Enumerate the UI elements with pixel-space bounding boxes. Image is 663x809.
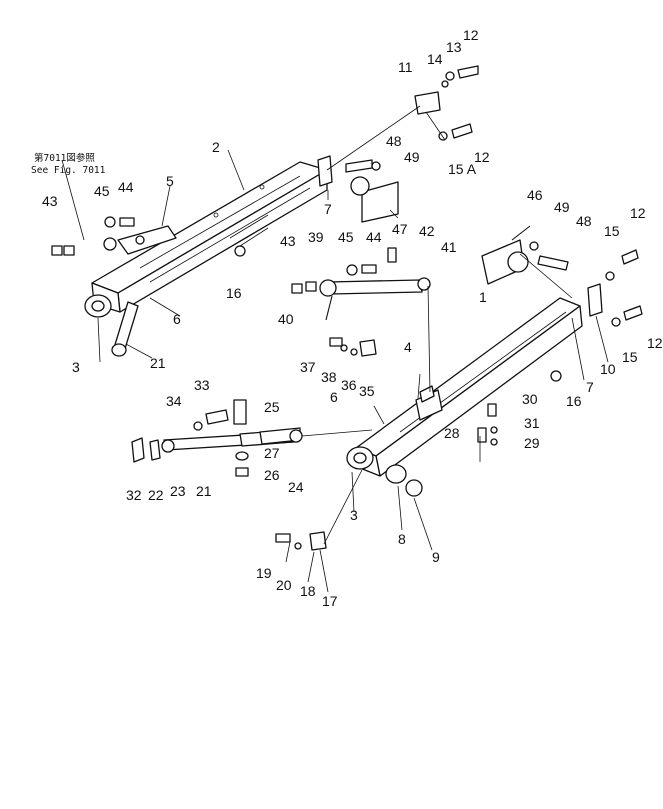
callout-48: 48 (576, 213, 592, 229)
callout-47: 47 (392, 221, 408, 237)
callout-7: 7 (324, 201, 332, 217)
tie-rod-21-assembly (131, 427, 303, 463)
bolt-42 (387, 247, 397, 263)
callout-1: 1 (479, 289, 487, 305)
callout-6: 6 (330, 389, 338, 405)
callout-25: 25 (264, 399, 280, 415)
link-rod-40 (319, 277, 431, 321)
callout-15: 15 (604, 223, 620, 239)
callout-49: 49 (404, 149, 420, 165)
callout-46: 46 (527, 187, 543, 203)
callout-15a: 15 A (448, 161, 477, 177)
callout-6: 6 (173, 311, 181, 327)
callout-44: 44 (366, 229, 382, 245)
callout-44: 44 (118, 179, 134, 195)
pipe-21-upper (111, 301, 139, 357)
callout-26: 26 (264, 467, 280, 483)
pivot-boss-3-lower (346, 446, 374, 470)
callout-17: 17 (322, 593, 338, 609)
callout-40: 40 (278, 311, 294, 327)
bolt-30-31-28-29 (477, 403, 498, 446)
bolt-12-15-right-top (605, 249, 639, 281)
mount-bracket-46 (481, 225, 569, 285)
callout-10: 10 (600, 361, 616, 377)
callout-33: 33 (194, 377, 210, 393)
callout-12: 12 (463, 27, 479, 43)
seal-8-cap-9 (385, 464, 423, 497)
clips-43-upper (51, 245, 75, 256)
clips-43-center (291, 281, 317, 294)
callout-16: 16 (566, 393, 582, 409)
callout-43: 43 (42, 193, 58, 209)
nut-16-lower (550, 370, 562, 382)
callout-31: 31 (524, 415, 540, 431)
side-frame-lower (355, 297, 583, 477)
callout-41: 41 (441, 239, 457, 255)
callout-9: 9 (432, 549, 440, 565)
pin-35-assembly (329, 337, 377, 357)
callout-48: 48 (386, 133, 402, 149)
callout-21: 21 (196, 483, 212, 499)
callout-32: 32 (126, 487, 142, 503)
callout-28: 28 (444, 425, 460, 441)
pin-11-assembly (414, 65, 479, 141)
callout-49: 49 (554, 199, 570, 215)
mount-bracket-47 (345, 159, 399, 223)
callout-38: 38 (321, 369, 337, 385)
callout-2: 2 (212, 139, 220, 155)
callout-27: 27 (264, 445, 280, 461)
callout-3: 3 (350, 507, 358, 523)
side-frame-upper (91, 161, 328, 313)
callout-20: 20 (276, 577, 292, 593)
callout-8: 8 (398, 531, 406, 547)
callout-37: 37 (300, 359, 316, 375)
bracket-7-upper (317, 155, 333, 187)
callout-12: 12 (647, 335, 663, 351)
callout-7: 7 (586, 379, 594, 395)
callout-45: 45 (94, 183, 110, 199)
assembly-lines (61, 105, 573, 545)
callout-22: 22 (148, 487, 164, 503)
callout-34: 34 (166, 393, 182, 409)
nut-26-27 (235, 451, 249, 477)
callout-3: 3 (72, 359, 80, 375)
callout-12: 12 (474, 149, 490, 165)
callout-11: 11 (398, 59, 413, 75)
callout-21: 21 (150, 355, 166, 371)
callout-19: 19 (256, 565, 272, 581)
callout-labels: 12 13 14 11 12 15 A 48 49 2 7 47 45 44 5… (42, 27, 663, 609)
callout-16: 16 (226, 285, 242, 301)
callout-39: 39 (308, 229, 324, 245)
pivot-boss-3-upper (84, 294, 112, 318)
callout-29: 29 (524, 435, 540, 451)
callout-14: 14 (427, 51, 443, 67)
bolt-45-44-upper (104, 216, 135, 228)
callout-24: 24 (288, 479, 304, 495)
callout-45: 45 (338, 229, 354, 245)
leader-lines (97, 149, 609, 593)
callout-4: 4 (404, 339, 412, 355)
bolt-45-44-center (346, 264, 377, 276)
pin-17-assembly (275, 531, 327, 551)
callout-35: 35 (359, 383, 375, 399)
callout-13: 13 (446, 39, 462, 55)
callout-5: 5 (166, 173, 174, 189)
callout-18: 18 (300, 583, 316, 599)
bolt-25 (233, 399, 247, 425)
callout-23: 23 (170, 483, 186, 499)
bracket-10-7 (587, 283, 643, 327)
callout-15: 15 (622, 349, 638, 365)
bracket-5-assembly (103, 225, 177, 255)
callout-12: 12 (630, 205, 646, 221)
bracket-4 (415, 385, 443, 421)
bolt-33-34 (193, 409, 229, 431)
callout-30: 30 (522, 391, 538, 407)
nut-16-upper (234, 245, 246, 257)
reference-note-japanese: 第7011図参照 (34, 152, 95, 164)
callout-43: 43 (280, 233, 296, 249)
callout-42: 42 (419, 223, 435, 239)
reference-note-english: See Fig. 7011 (31, 165, 106, 176)
callout-36: 36 (341, 377, 357, 393)
